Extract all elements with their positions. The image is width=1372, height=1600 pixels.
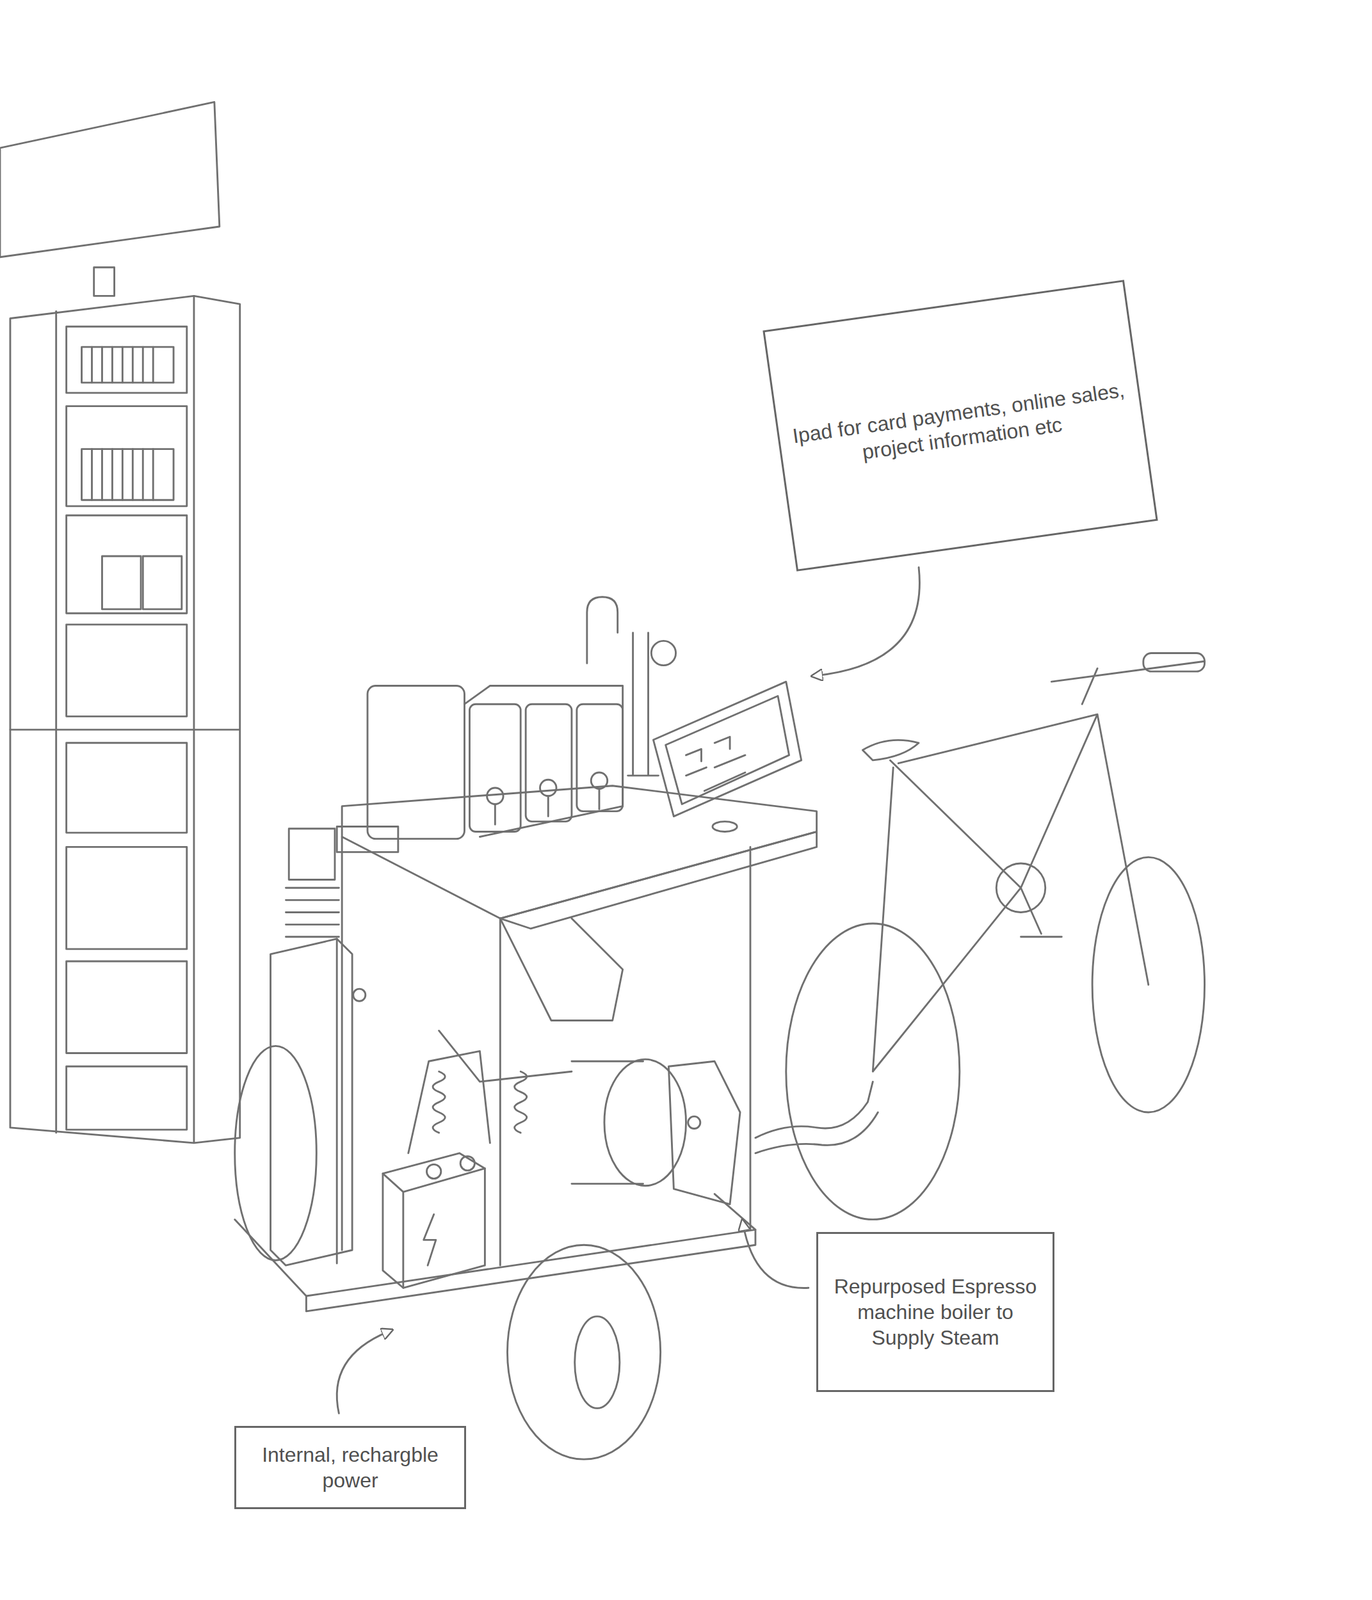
wheel-hub xyxy=(574,1316,620,1410)
callout-text: Ipad for card payments, online sales, pr… xyxy=(790,377,1130,475)
bicycle xyxy=(786,653,1205,1220)
espresso-machine xyxy=(336,597,676,853)
leader-arrow xyxy=(336,1332,388,1415)
leader-arrow xyxy=(743,1224,809,1289)
callout-box: Internal, rechargble power xyxy=(234,1426,467,1510)
cart-body xyxy=(234,786,817,1312)
tow-bar xyxy=(755,1081,878,1154)
shelf-tower xyxy=(10,295,241,1143)
callout-box: Repurposed Espresso machine boiler to Su… xyxy=(816,1232,1055,1393)
heating-coils xyxy=(408,1051,527,1154)
boiler xyxy=(571,1059,741,1205)
steam-cylinder xyxy=(270,829,366,1266)
battery xyxy=(382,1153,485,1289)
rear-wheel xyxy=(234,1046,317,1261)
sign-board xyxy=(0,101,220,257)
front-wheel xyxy=(507,1245,661,1460)
callout-text: Internal, rechargble power xyxy=(249,1442,452,1494)
callout-box: Ipad for card payments, online sales, pr… xyxy=(762,279,1158,572)
sign-post xyxy=(94,267,115,297)
ipad xyxy=(653,681,801,832)
leader-arrow xyxy=(816,567,921,677)
callout-text: Repurposed Espresso machine boiler to Su… xyxy=(831,1274,1040,1351)
